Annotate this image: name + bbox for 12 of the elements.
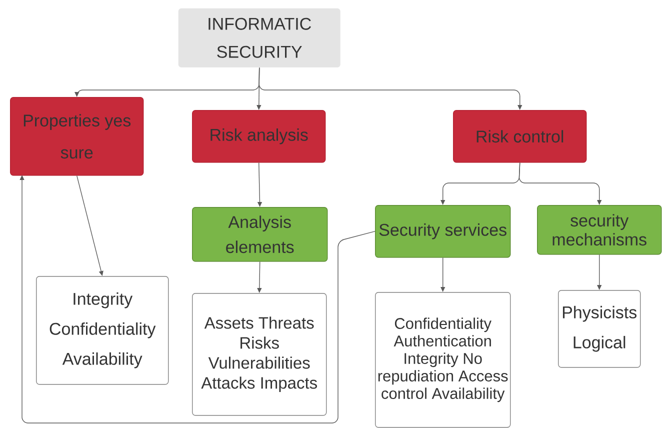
list-box: Confidentiality Authentication Integrity No repudiation Access control Availability [375, 292, 511, 428]
category-box: Risk analysis [192, 110, 326, 163]
category-box: Properties yes sure [10, 97, 144, 176]
category-box: Risk control [453, 110, 587, 163]
arrow [76, 175, 104, 276]
list-box: Integrity Confidentiality Availability [36, 276, 169, 385]
subcategory-box: Analysis elements [192, 207, 328, 262]
topic-box: INFORMATIC SECURITY [178, 8, 340, 68]
subcategory-box: security mechanisms [537, 205, 662, 255]
list-box: Physicists Logical [558, 290, 641, 368]
subcategory-box: Security services [375, 205, 511, 258]
list-box: Assets Threats Risks Vulnerabilities Attacks Impacts [192, 293, 327, 416]
